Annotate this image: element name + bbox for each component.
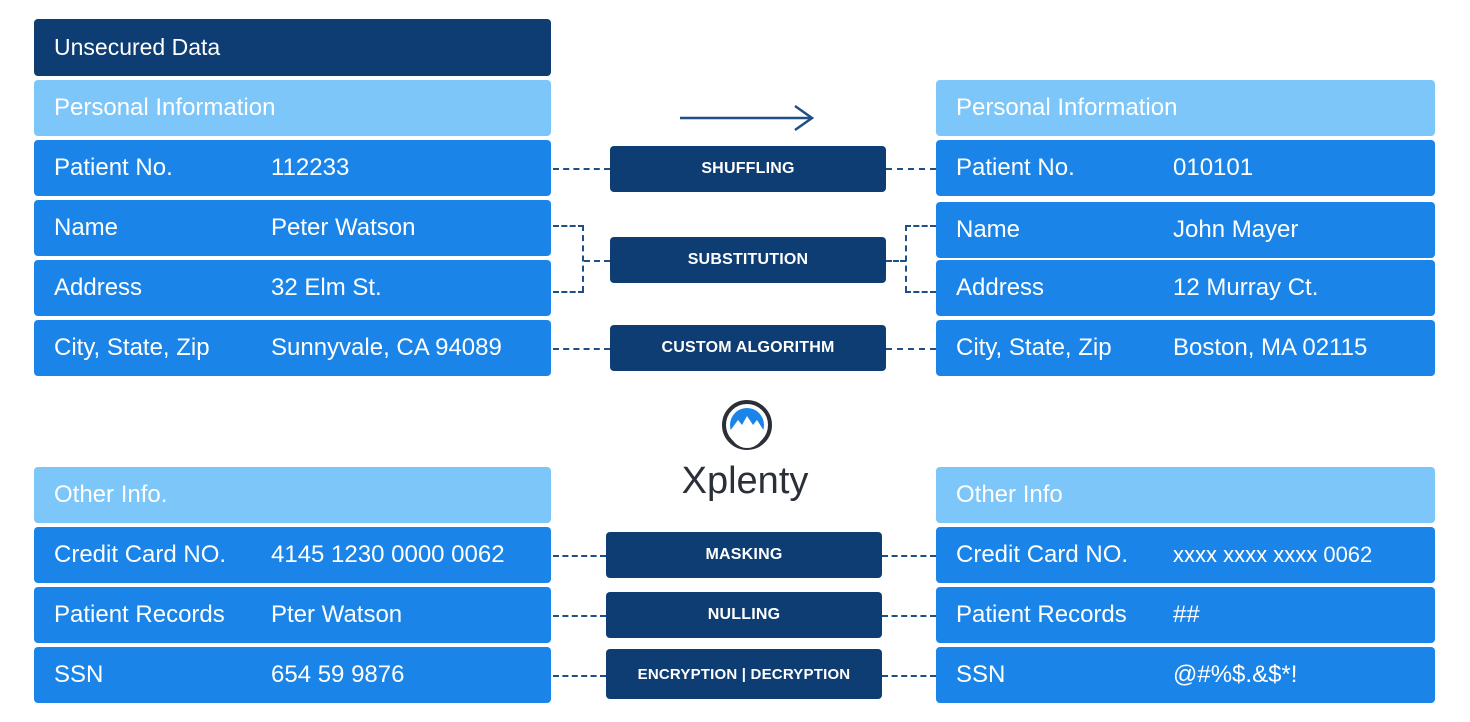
connector-line (553, 291, 584, 293)
method-label: MASKING (705, 546, 783, 563)
method-label: CUSTOM ALGORITHM (661, 339, 835, 356)
connector-line (886, 260, 906, 262)
method-encryption-decryption: ENCRYPTION | DECRYPTION (606, 649, 882, 699)
right-row-name: Name John Mayer (936, 202, 1435, 258)
row-key: Credit Card NO. (54, 541, 227, 568)
connector-line (553, 225, 584, 227)
row-value: Pter Watson (271, 601, 403, 628)
row-value: John Mayer (1173, 216, 1299, 243)
method-label: SUBSTITUTION (687, 251, 809, 268)
row-value: 12 Murray Ct. (1173, 274, 1319, 301)
left-row-patient-no: Patient No. 112233 (34, 140, 551, 196)
connector-line (905, 225, 936, 227)
row-key: Patient No. (956, 154, 1075, 181)
row-value: Boston, MA 02115 (1173, 334, 1368, 361)
row-value: 112233 (271, 154, 350, 181)
right-row-city-state-zip: City, State, Zip Boston, MA 02115 (936, 320, 1435, 376)
connector-line (553, 675, 606, 677)
row-value: 010101 (1173, 154, 1254, 181)
left-personal-header: Personal Information (34, 80, 551, 136)
row-key: Credit Card NO. (956, 541, 1129, 568)
row-key: Patient Records (54, 601, 225, 628)
row-value: ## (1173, 601, 1200, 628)
connector-line (582, 225, 584, 292)
row-key: Address (956, 274, 1045, 301)
connector-line (553, 348, 610, 350)
left-row-name: Name Peter Watson (34, 200, 551, 256)
connector-line (882, 555, 936, 557)
left-other-header-text: Other Info. (54, 481, 168, 508)
left-row-ssn: SSN 654 59 9876 (34, 647, 551, 703)
connector-line (905, 225, 907, 292)
method-label: ENCRYPTION | DECRYPTION (637, 665, 851, 683)
connector-line (553, 168, 610, 170)
row-value: @#%$.&$*! (1173, 661, 1298, 688)
connector-line (886, 168, 936, 170)
flow-arrow-icon (680, 104, 815, 132)
method-label: NULLING (707, 606, 781, 623)
left-row-city-state-zip: City, State, Zip Sunnyvale, CA 94089 (34, 320, 551, 376)
left-row-credit-card: Credit Card NO. 4145 1230 0000 0062 (34, 527, 551, 583)
method-shuffling: SHUFFLING (610, 146, 886, 192)
row-key: City, State, Zip (54, 334, 210, 361)
row-key: Address (54, 274, 143, 301)
left-row-patient-records: Patient Records Pter Watson (34, 587, 551, 643)
row-key: City, State, Zip (956, 334, 1112, 361)
row-value: 32 Elm St. (271, 274, 382, 301)
connector-line (905, 291, 936, 293)
right-row-address: Address 12 Murray Ct. (936, 260, 1435, 316)
method-custom-algorithm: CUSTOM ALGORITHM (610, 325, 886, 371)
row-value: 4145 1230 0000 0062 (271, 541, 505, 568)
right-row-ssn: SSN @#%$.&$*! (936, 647, 1435, 703)
right-other-header-text: Other Info (956, 481, 1063, 508)
row-value: 654 59 9876 (271, 661, 405, 688)
right-row-credit-card: Credit Card NO. xxxx xxxx xxxx 0062 (936, 527, 1435, 583)
connector-line (584, 260, 610, 262)
row-key: SSN (956, 661, 1006, 688)
left-row-address: Address 32 Elm St. (34, 260, 551, 316)
connector-line (553, 555, 606, 557)
method-nulling: NULLING (606, 592, 882, 638)
connector-line (882, 615, 936, 617)
right-personal-header: Personal Information (936, 80, 1435, 136)
unsecured-data-title-text: Unsecured Data (54, 34, 221, 60)
method-label: SHUFFLING (701, 160, 795, 177)
method-masking: MASKING (606, 532, 882, 578)
connector-line (882, 675, 936, 677)
row-key: Patient Records (956, 601, 1127, 628)
row-key: SSN (54, 661, 104, 688)
left-personal-header-text: Personal Information (54, 94, 276, 121)
row-key: Patient No. (54, 154, 173, 181)
brand-name: Xplenty (681, 460, 809, 502)
right-personal-header-text: Personal Information (956, 94, 1178, 121)
method-substitution: SUBSTITUTION (610, 237, 886, 283)
row-value: Sunnyvale, CA 94089 (271, 334, 502, 361)
right-row-patient-no: Patient No. 010101 (936, 140, 1435, 196)
connector-line (553, 615, 606, 617)
connector-line (886, 348, 936, 350)
unsecured-data-title: Unsecured Data (34, 19, 551, 76)
right-row-patient-records: Patient Records ## (936, 587, 1435, 643)
row-key: Name (956, 216, 1021, 243)
row-value: Peter Watson (271, 214, 416, 241)
row-key: Name (54, 214, 119, 241)
mountain-logo-icon (722, 400, 772, 450)
right-other-header: Other Info (936, 467, 1435, 523)
row-value: xxxx xxxx xxxx 0062 (1173, 542, 1373, 567)
left-other-header: Other Info. (34, 467, 551, 523)
